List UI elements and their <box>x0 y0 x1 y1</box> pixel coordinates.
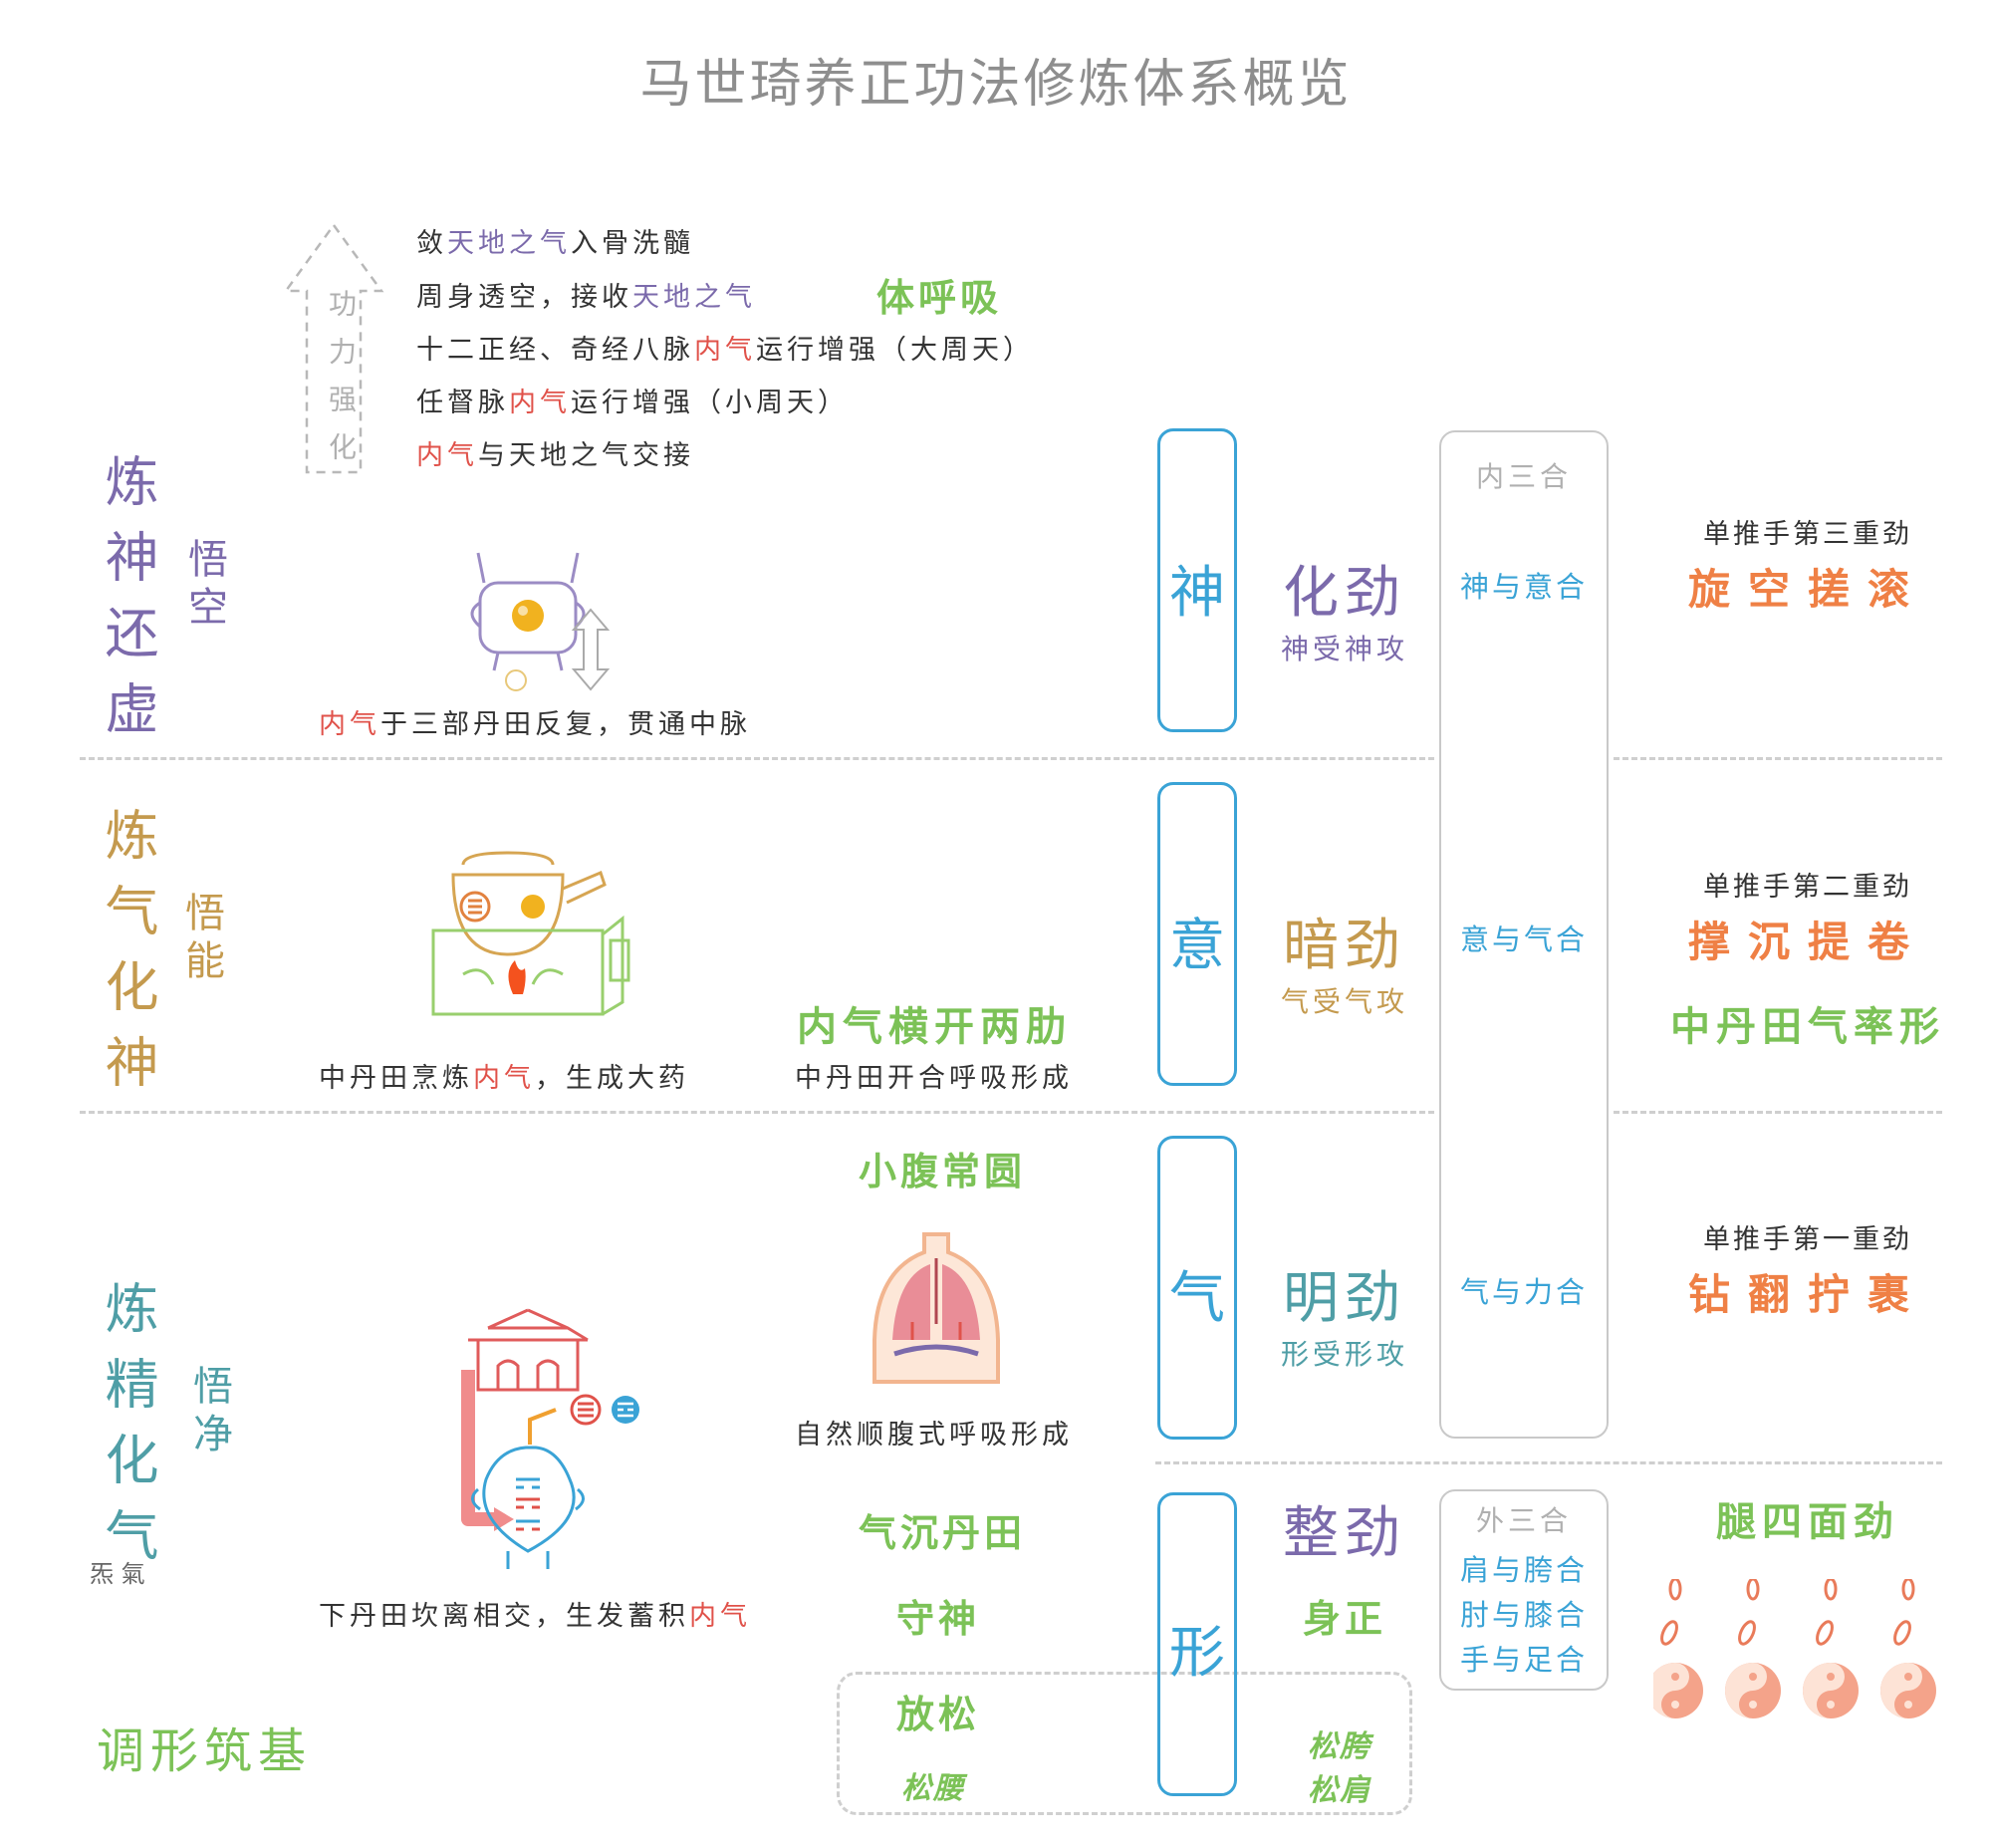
column-char-yi: 意 <box>1169 914 1225 978</box>
inner-three-item-3: 气与力合 <box>1459 1275 1588 1309</box>
stage-jing-note: 炁 氣 <box>90 1560 145 1588</box>
divider-qi <box>80 1111 1434 1114</box>
stage-shen-caption: 内气于三部丹田反复，贯通中脉 <box>319 709 751 740</box>
lower-dantian-icon <box>461 1308 639 1569</box>
inner-three-item-2: 意与气合 <box>1459 923 1588 956</box>
jin-zheng: 整劲 <box>1283 1501 1406 1566</box>
outer-three-title: 外三合 <box>1475 1504 1572 1537</box>
column-char-qi: 气 <box>1169 1266 1225 1331</box>
stage-qi-caption: 中丹田烹炼内气，生成大药 <box>319 1063 689 1094</box>
top-line-3: 十二正经、奇经八脉内气运行增强（大周天） <box>416 335 1034 366</box>
relax-shoulder-label: 松肩 <box>1308 1773 1371 1808</box>
tuishou-2-label: 单推手第二重劲 <box>1703 872 1912 903</box>
stage-jing-caption: 下丹田坎离相交，生发蓄积内气 <box>319 1601 751 1632</box>
up-down-arrow-icon <box>571 608 611 691</box>
page-title: 马世琦养正功法修炼体系概览 <box>639 55 1353 115</box>
stage-qi-title: 炼气化神 <box>96 807 158 1110</box>
top-line-4: 任督脉内气运行增强（小周天） <box>416 388 849 418</box>
jin-an: 暗劲 <box>1283 914 1406 978</box>
inner-three-box <box>1439 430 1609 1439</box>
divider-shen <box>80 757 1434 760</box>
cauldron-icon <box>431 851 630 1016</box>
relax-label: 放松 <box>896 1692 981 1736</box>
body-upright-label: 身正 <box>1303 1596 1387 1641</box>
outer-three-box <box>1439 1489 1609 1691</box>
relax-hip-label: 松胯 <box>1308 1729 1371 1764</box>
column-char-xing: 形 <box>1169 1621 1225 1686</box>
column-box-qi <box>1157 1136 1237 1440</box>
shou-shen-label: 守神 <box>896 1596 981 1641</box>
power-arrow-label: 功力强化 <box>325 289 358 480</box>
top-line-2: 周身透空，接收天地之气 <box>416 282 756 313</box>
legs-four-label: 腿四面劲 <box>1716 1498 1899 1545</box>
inner-three-item-1: 神与意合 <box>1459 570 1588 604</box>
tuishou-1-label: 单推手第一重劲 <box>1703 1224 1912 1255</box>
top-line-1: 敛天地之气入骨洗髓 <box>416 228 694 259</box>
jin-hua: 化劲 <box>1283 561 1406 626</box>
relax-waist-label: 松腰 <box>901 1771 965 1806</box>
column-box-xing <box>1157 1492 1237 1796</box>
tuishou-2-extra: 中丹田气率形 <box>1670 1003 1945 1050</box>
top-line-5: 内气与天地之气交接 <box>416 440 694 471</box>
middle-breath-title: 内气横开两肋 <box>797 1003 1072 1050</box>
outer-three-item-1: 肩与胯合 <box>1459 1553 1588 1587</box>
stage-qi-sub: 悟能 <box>178 892 224 987</box>
divider-qi-right <box>1614 1111 1942 1114</box>
jin-hua-sub: 神受神攻 <box>1280 633 1408 665</box>
lungs-icon <box>872 1232 1000 1384</box>
relax-dashed-box <box>837 1672 1412 1815</box>
tuishou-1-move: 钻翻拧裹 <box>1687 1270 1927 1319</box>
power-arrow-icon <box>283 222 384 474</box>
tuishou-3-move: 旋空搓滚 <box>1687 565 1927 614</box>
foundation-label: 调形筑基 <box>97 1723 313 1779</box>
outer-three-item-2: 肘与膝合 <box>1459 1598 1588 1632</box>
stage-jing-sub: 悟净 <box>186 1365 232 1460</box>
jin-ming: 明劲 <box>1283 1266 1406 1331</box>
outer-three-item-3: 手与足合 <box>1459 1643 1588 1677</box>
lower-breath-caption: 自然顺腹式呼吸形成 <box>795 1420 1073 1451</box>
shen-vessel-icon <box>470 552 586 691</box>
stage-shen-sub: 悟空 <box>181 538 227 634</box>
inner-three-title: 内三合 <box>1475 460 1572 493</box>
body-breath-label: 体呼吸 <box>876 275 1003 320</box>
divider-jing <box>1155 1461 1942 1464</box>
column-box-yi <box>1157 782 1237 1086</box>
stage-jing-title: 炼精化气 <box>96 1280 158 1583</box>
column-box-shen <box>1157 428 1237 732</box>
chen-dantian-label: 气沉丹田 <box>859 1510 1027 1555</box>
divider-shen-right <box>1614 757 1942 760</box>
lower-breath-title: 小腹常圆 <box>859 1149 1027 1193</box>
column-char-shen: 神 <box>1169 561 1225 626</box>
taiji-footprints-icon <box>1653 1579 1938 1720</box>
jin-an-sub: 气受气攻 <box>1280 985 1408 1018</box>
jin-ming-sub: 形受形攻 <box>1280 1338 1408 1371</box>
tuishou-2-move: 撑沉提卷 <box>1687 918 1927 966</box>
stage-shen-title: 炼神还虚 <box>96 453 158 756</box>
middle-breath-caption: 中丹田开合呼吸形成 <box>795 1063 1073 1094</box>
tuishou-3-label: 单推手第三重劲 <box>1703 519 1912 550</box>
